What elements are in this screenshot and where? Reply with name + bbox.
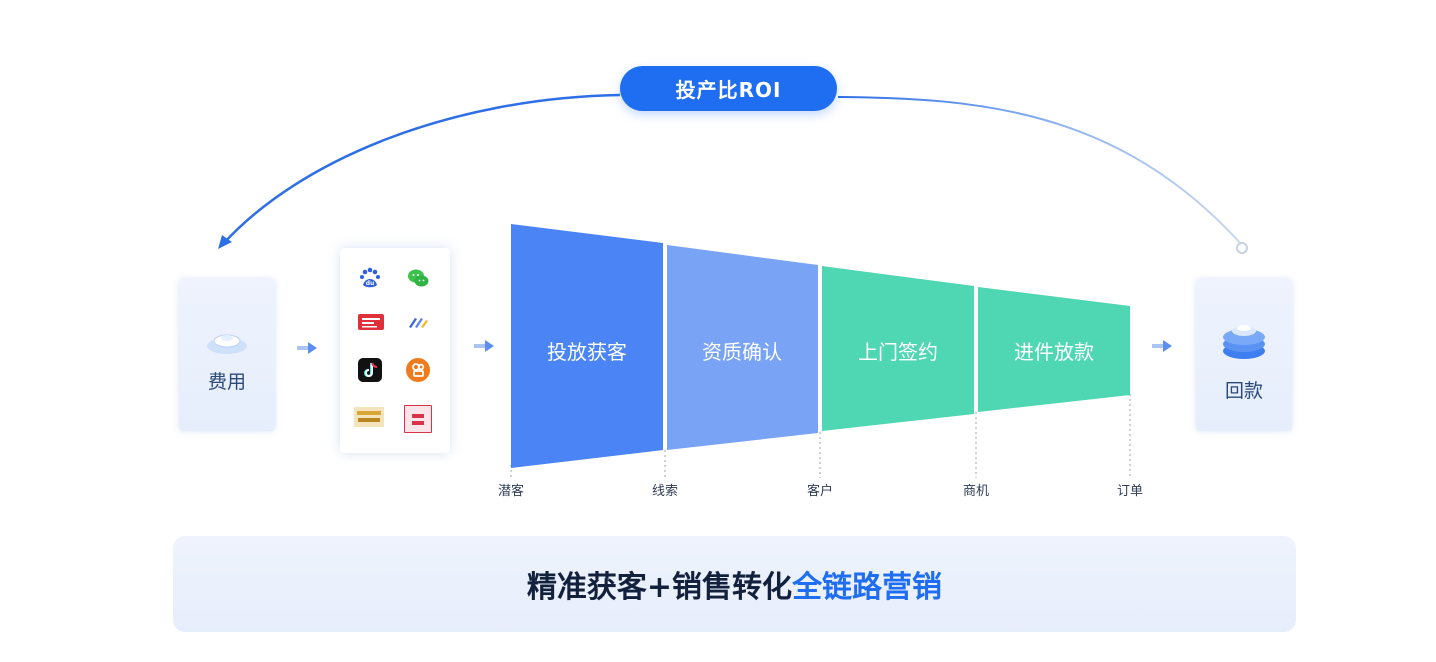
milestone-label: 线索 [651, 484, 678, 499]
repayment-label: 回款 [1224, 380, 1263, 402]
right-arrow-icon [297, 342, 317, 354]
stage-label-1: 投放获客 [547, 340, 627, 364]
stage-label-4: 进件放款 [1014, 340, 1094, 364]
coin-stack-icon [1223, 325, 1265, 359]
milestone-label: 客户 [806, 484, 833, 499]
ad-platforms-card: du [340, 248, 450, 453]
cost-label: 费用 [207, 371, 246, 393]
douyin-icon [358, 358, 382, 382]
repayment-card: 回款 [1196, 279, 1292, 431]
right-arrow-icon [1152, 340, 1172, 352]
xinchao-icon [404, 405, 432, 433]
funnel-stage-3 [822, 266, 974, 431]
funnel-stage-1 [511, 224, 663, 468]
roi-arc-start-dot [1236, 242, 1248, 254]
roi-arrowhead-icon [218, 235, 232, 249]
kuaishou-icon [406, 358, 430, 382]
right-arrow-icon [474, 340, 494, 352]
milestone-label: 潜客 [497, 484, 524, 499]
stage-label-2: 资质确认 [702, 340, 782, 364]
milestone-label: 商机 [962, 484, 989, 499]
funnel-stage-2 [667, 245, 818, 450]
coin-icon [207, 334, 247, 354]
svg-text:du: du [366, 280, 375, 287]
baidu-icon: du [358, 266, 382, 290]
wechat-icon [406, 266, 430, 290]
cost-card: 费用 [179, 279, 275, 431]
milestone-label: 订单 [1116, 484, 1143, 499]
funnel-stage-4 [978, 287, 1130, 412]
toutiao-icon [358, 314, 384, 330]
stage-label-3: 上门签约 [858, 340, 938, 364]
slogan-highlight-text: 全链路营销 [792, 570, 943, 605]
slogan-banner: 精准获客+销售转化全链路营销 [173, 536, 1296, 632]
zhihu-icon [406, 310, 430, 334]
milestone-guides [510, 394, 1131, 478]
slogan-dark-text: 精准获客+销售转化 [526, 570, 793, 605]
focus-media-icon [354, 407, 384, 427]
roi-label: 投产比ROI [620, 66, 837, 111]
